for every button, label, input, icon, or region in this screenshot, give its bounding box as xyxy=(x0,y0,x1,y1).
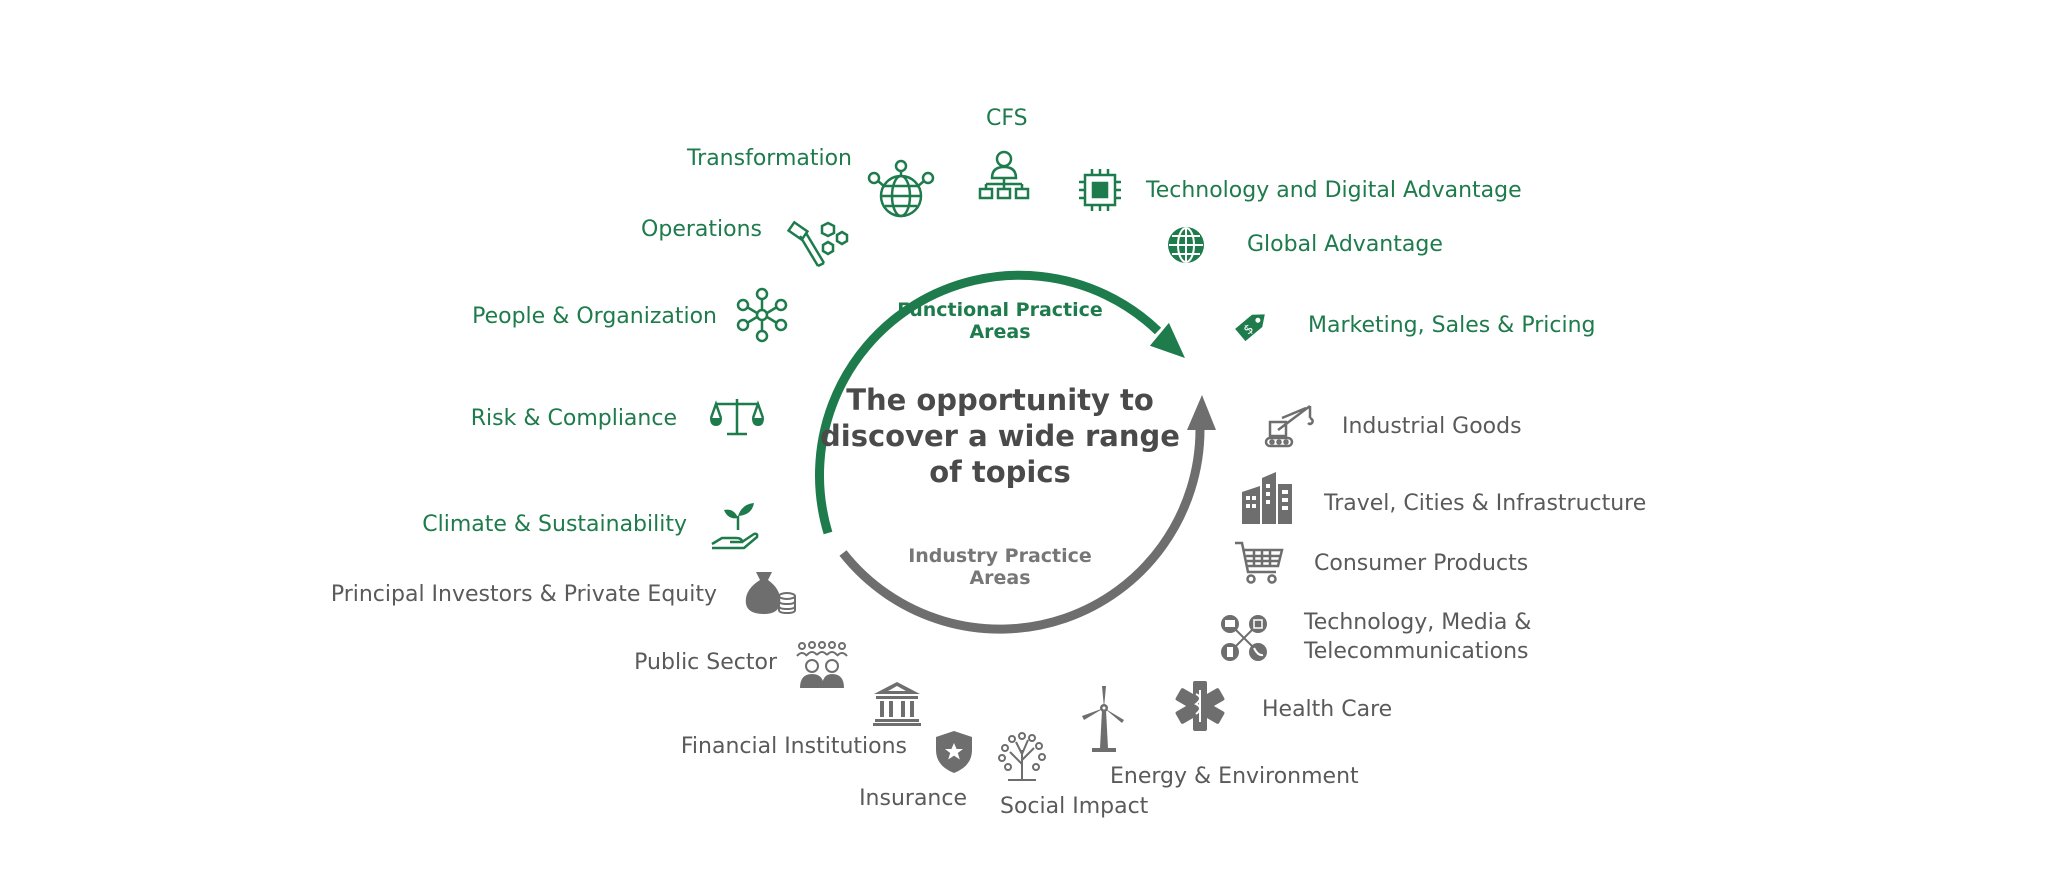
functional-arrowhead xyxy=(1149,322,1185,359)
industry-arrowhead xyxy=(1187,395,1216,430)
scales-icon xyxy=(709,396,765,438)
tech-digital-label: Technology and Digital Advantage xyxy=(1146,178,1522,203)
risk-compliance-label: Risk & Compliance xyxy=(470,406,677,431)
wind-turbine-icon xyxy=(1078,684,1130,754)
buildings-icon xyxy=(1240,470,1294,526)
globe-network-icon xyxy=(866,159,936,224)
bolt-nut-icon xyxy=(786,220,849,272)
functional-practice-areas-label: Functional Practice Areas xyxy=(897,299,1103,343)
bank-icon xyxy=(872,680,922,726)
public-sector-label: Public Sector xyxy=(634,650,777,675)
globe-icon xyxy=(1167,226,1205,264)
money-bag-icon xyxy=(742,568,798,618)
price-tag-icon: $ xyxy=(1231,306,1271,346)
social-impact-label: Social Impact xyxy=(1000,794,1149,819)
industry-arc xyxy=(839,429,1205,634)
plant-hand-icon xyxy=(710,500,760,552)
people-network-icon xyxy=(736,287,788,343)
climate-sustainability-label: Climate & Sustainability xyxy=(422,512,687,537)
shield-star-icon xyxy=(934,730,974,774)
tmt-label-line1: Technology, Media & xyxy=(1304,610,1532,635)
industry-practice-areas-label: Industry Practice Areas xyxy=(908,545,1092,589)
devices-network-icon xyxy=(1218,612,1270,664)
travel-cities-label: Travel, Cities & Infrastructure xyxy=(1324,491,1647,516)
chip-icon xyxy=(1078,168,1122,212)
energy-environment-label: Energy & Environment xyxy=(1110,764,1359,789)
consumer-products-label: Consumer Products xyxy=(1314,551,1529,576)
center-title: The opportunity to discover a wide range… xyxy=(820,383,1180,489)
principal-investors-label: Principal Investors & Private Equity xyxy=(330,582,717,607)
org-chart-person-icon xyxy=(977,148,1031,204)
financial-institutions-label: Financial Institutions xyxy=(680,734,907,759)
functional-arc xyxy=(814,270,1162,535)
insurance-label: Insurance xyxy=(859,786,967,811)
global-advantage-label: Global Advantage xyxy=(1247,232,1443,257)
industrial-goods-label: Industrial Goods xyxy=(1342,414,1522,439)
people-organization-label: People & Organization xyxy=(472,304,717,329)
cfs-label: CFS xyxy=(986,106,1028,131)
citizens-icon xyxy=(794,640,852,690)
transformation-label: Transformation xyxy=(686,146,852,171)
marketing-label: Marketing, Sales & Pricing xyxy=(1308,313,1596,338)
shopping-cart-icon xyxy=(1234,540,1284,586)
medical-star-icon xyxy=(1174,680,1226,732)
tree-icon xyxy=(996,730,1048,782)
crane-icon xyxy=(1262,400,1318,450)
operations-label: Operations xyxy=(641,217,762,242)
health-care-label: Health Care xyxy=(1262,697,1393,722)
tmt-label-line2: Telecommunications xyxy=(1304,639,1529,664)
